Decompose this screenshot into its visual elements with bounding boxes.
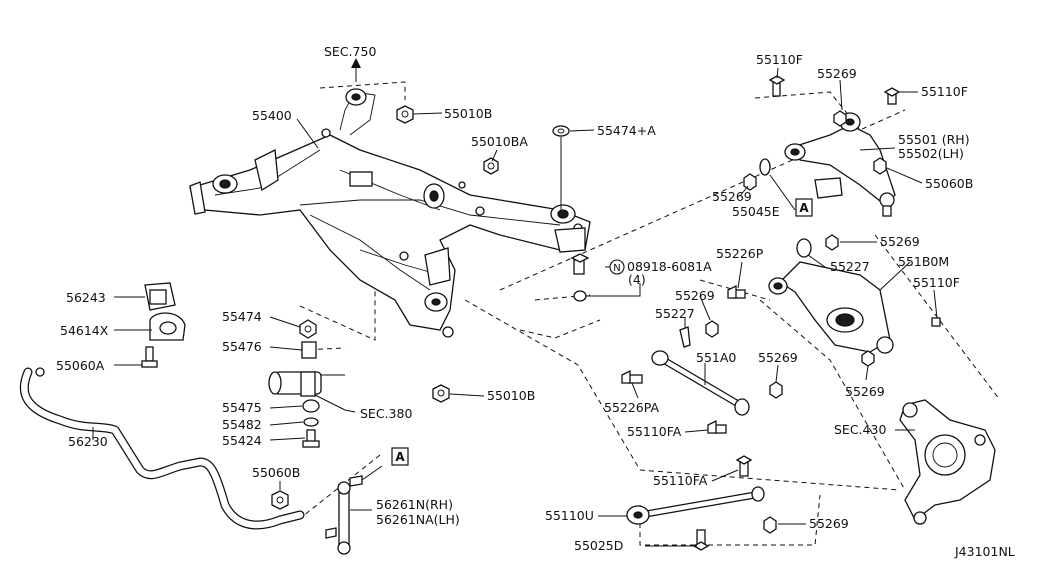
- leader-lines: [92, 67, 938, 547]
- label-55226pa: 55226PA: [604, 400, 660, 415]
- sec750-arrow: [351, 58, 361, 82]
- label-56243: 56243: [66, 290, 106, 305]
- label-56261n: 56261N(RH): [376, 497, 453, 512]
- label-55502: 55502(LH): [898, 146, 964, 161]
- label-55060b-right: 55060B: [925, 176, 973, 191]
- rear-suspension-member: [188, 88, 591, 338]
- reference-box-a-upper: A: [795, 198, 813, 217]
- stabilizer-bushing: [144, 282, 176, 311]
- upper-link: [743, 75, 901, 217]
- label-54614x: 54614X: [60, 323, 109, 338]
- diff-mount-assembly: [268, 319, 346, 448]
- label-55060a: 55060A: [56, 358, 105, 373]
- label-bolt-qty: (4): [628, 272, 646, 287]
- label-55269-b: 55269: [880, 234, 920, 249]
- label-55400: 55400: [252, 108, 292, 123]
- label-56261na: 56261NA(LH): [376, 512, 460, 527]
- label-55110f-right: 55110F: [921, 84, 968, 99]
- label-55110fa-top: 55110FA: [627, 424, 682, 439]
- circle-n-symbol: N: [609, 259, 625, 275]
- label-551a0: 551A0: [696, 350, 736, 365]
- label-55269-c: 55269: [675, 288, 715, 303]
- nut-55010ba: [483, 157, 499, 175]
- label-55475: 55475: [222, 400, 262, 415]
- bolt-08918: [570, 253, 590, 302]
- label-55482: 55482: [222, 417, 262, 432]
- label-56230: 56230: [68, 434, 108, 449]
- label-55110f-low: 55110F: [913, 275, 960, 290]
- stabilizer-bar: [19, 367, 305, 530]
- label-55226p: 55226P: [716, 246, 764, 261]
- label-55474a: 55474+A: [597, 123, 656, 138]
- label-55227-right: 55227: [830, 259, 870, 274]
- callout-labels: SEC.750 55400 55010B 55010BA 55474+A 562…: [56, 44, 1015, 559]
- svg-text:N: N: [613, 263, 620, 274]
- label-55227-left: 55227: [655, 306, 695, 321]
- lower-rear-link: [626, 455, 777, 551]
- label-55269-top: 55269: [817, 66, 857, 81]
- label-55025d: 55025D: [574, 538, 623, 553]
- rear-axle-knuckle: [899, 399, 996, 525]
- label-55501: 55501 (RH): [898, 132, 970, 147]
- stabilizer-clamp: [149, 312, 186, 341]
- label-55110fa-bottom: 55110FA: [653, 473, 708, 488]
- label-sec750: SEC.750: [324, 44, 376, 59]
- nut-55010b-bottom: [432, 384, 450, 403]
- label-55474: 55474: [222, 309, 262, 324]
- washer-55474a: [552, 125, 570, 137]
- bolt-55060a: [141, 346, 158, 368]
- lower-link: [727, 234, 941, 367]
- label-55010ba: 55010BA: [471, 134, 528, 149]
- svg-text:A: A: [799, 201, 809, 215]
- svg-text:A: A: [395, 450, 405, 464]
- diagram-code: J43101NL: [954, 544, 1015, 559]
- label-sec380: SEC.380: [360, 406, 412, 421]
- label-55045e: 55045E: [732, 204, 780, 219]
- stabilizer-connecting-rod: [271, 475, 363, 555]
- label-55110f-top: 55110F: [756, 52, 803, 67]
- label-55010b-top: 55010B: [444, 106, 492, 121]
- label-bolt-number: 08918-6081A: [627, 259, 712, 274]
- reference-box-a-lower: A: [391, 447, 409, 466]
- nut-55010b-top: [396, 105, 414, 124]
- label-55269-d: 55269: [758, 350, 798, 365]
- label-55476: 55476: [222, 339, 262, 354]
- lateral-link: [621, 320, 783, 434]
- label-sec430: SEC.430: [834, 422, 886, 437]
- label-551b0m: 551B0M: [898, 254, 949, 269]
- label-55010b-bottom: 55010B: [487, 388, 535, 403]
- label-55269-mid: 55269: [712, 189, 752, 204]
- label-55110u: 55110U: [545, 508, 594, 523]
- label-55269-e: 55269: [845, 384, 885, 399]
- label-55424: 55424: [222, 433, 262, 448]
- label-55060b-left: 55060B: [252, 465, 300, 480]
- label-55269-f: 55269: [809, 516, 849, 531]
